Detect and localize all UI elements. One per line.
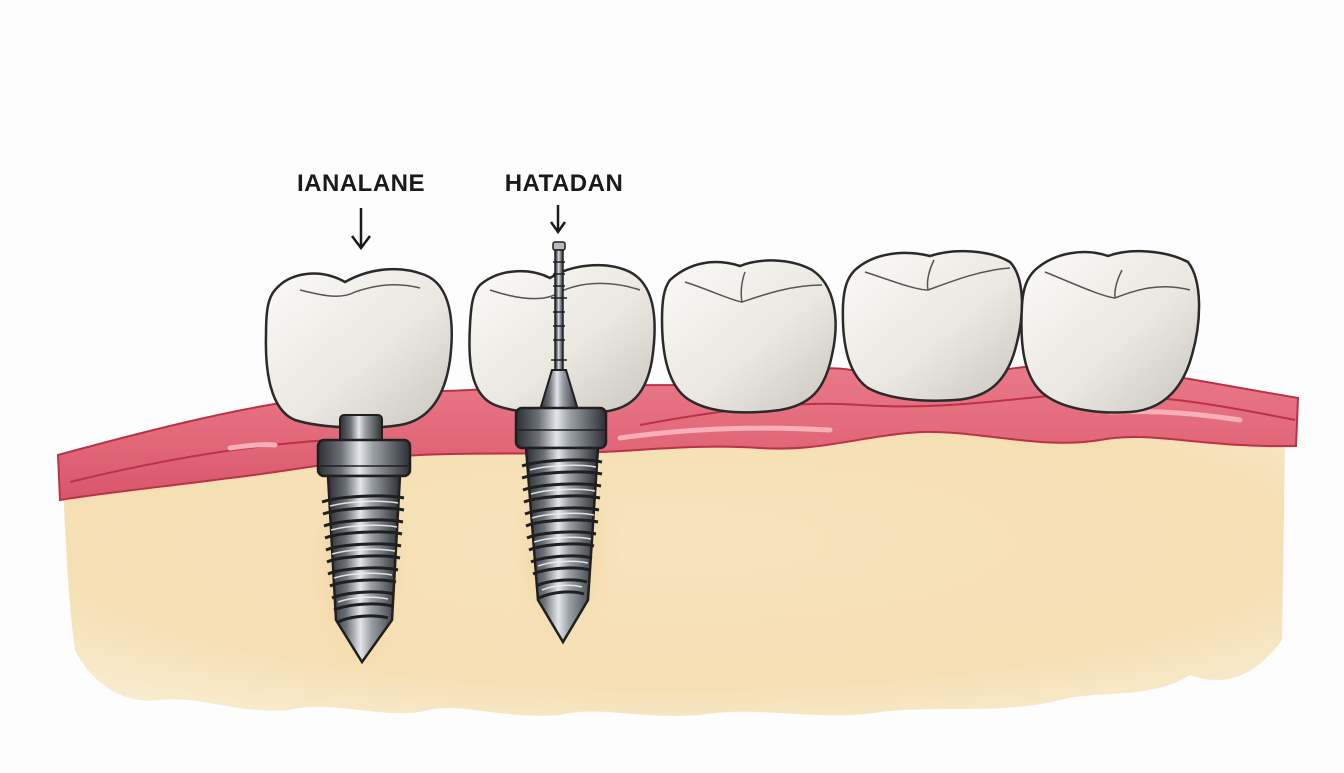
arrow-2-icon bbox=[549, 205, 567, 235]
tooth-5 bbox=[1020, 249, 1201, 414]
implant-1 bbox=[316, 414, 412, 665]
implant-2 bbox=[514, 241, 608, 645]
implant-1-threads bbox=[321, 494, 405, 624]
arrow-1-icon bbox=[351, 208, 371, 251]
label-ianalane: IANALANE bbox=[297, 170, 425, 197]
tooth-3 bbox=[660, 259, 837, 414]
tooth-1 bbox=[264, 267, 453, 429]
label-hatadan: HATADAN bbox=[504, 170, 624, 197]
teeth bbox=[264, 249, 1201, 429]
tooth-4 bbox=[841, 249, 1024, 402]
implant-2-threads bbox=[521, 458, 603, 600]
